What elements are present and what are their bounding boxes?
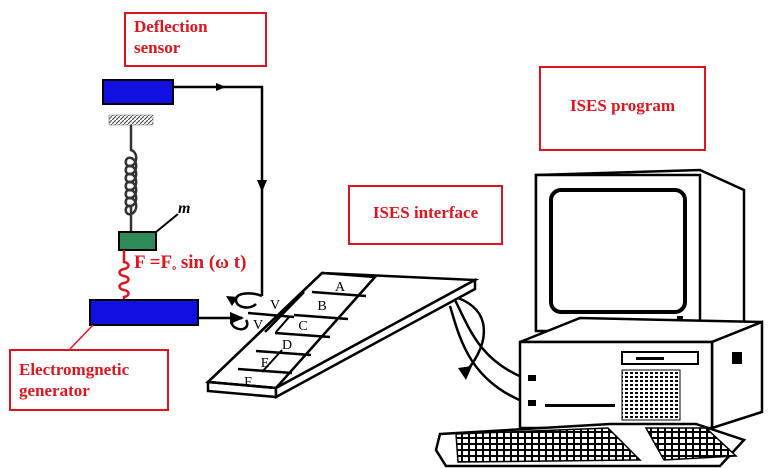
driving-force-formula: F =Fo sin (ω t) [134, 252, 246, 274]
mass-label: m [178, 200, 191, 217]
slot-line [237, 367, 293, 375]
deflection-sensor-label: Deflection sensor [124, 12, 267, 67]
generator-wire-arrow [230, 312, 244, 324]
sensor-wire [173, 85, 264, 296]
front-light [545, 404, 615, 407]
deflection-sensor-label-line1: Deflection [134, 17, 208, 36]
formula-subscript: o [172, 263, 177, 272]
interface-cable-3 [457, 296, 486, 373]
sensor-wire-arrow-down [257, 180, 267, 192]
loop-arrow [226, 296, 238, 306]
slot-grid [205, 271, 378, 390]
ises-interface-label: ISES interface [348, 185, 503, 245]
slot-divider [264, 291, 305, 333]
slot-line [311, 290, 367, 298]
interface-cable-2 [448, 305, 525, 404]
drive-slot-1 [636, 357, 664, 360]
slot-line [255, 349, 312, 357]
ises-interface-text: ISES interface [372, 203, 479, 222]
sensor-wire-loop [234, 292, 263, 309]
generator-label-line1: Electromgnetic [19, 360, 130, 379]
ises-program-label: ISES program [539, 66, 706, 151]
front-button-2 [528, 400, 536, 406]
slot-label-v-top: V [270, 298, 280, 313]
slot-divider [275, 315, 291, 333]
front-button-1 [528, 375, 536, 381]
deflection-sensor-label-line2: sensor [134, 38, 181, 57]
vent-grille [621, 369, 681, 421]
slot-label-a: A [335, 280, 346, 295]
slot-label-c: C [298, 319, 307, 334]
slot-label-d: D [282, 338, 292, 353]
monitor-power-light [677, 316, 683, 321]
slot-line [293, 313, 349, 321]
computer [434, 168, 764, 468]
slot-label-e: E [261, 356, 270, 371]
spring [124, 125, 138, 232]
generator-leader [69, 324, 94, 350]
drive-spring [118, 250, 130, 300]
system-unit-side [710, 320, 764, 430]
formula-suffix: sin (ω t) [176, 252, 247, 273]
ises-program-text: ISES program [569, 96, 675, 115]
slot-label-b: B [317, 299, 326, 314]
keyboard-keys-main [455, 427, 642, 463]
keyboard-keys-num [644, 427, 738, 461]
generator-block [89, 299, 199, 326]
generator-label: Electromgnetic generator [9, 349, 169, 411]
mass-pointer [155, 213, 179, 233]
slot-line [274, 331, 331, 339]
interface-cable [453, 299, 525, 380]
generator-label-line2: generator [19, 381, 90, 400]
monitor-screen [549, 188, 687, 314]
slot-label-v-bottom: V [253, 318, 263, 333]
sensor-wire-arrow-right [216, 83, 226, 91]
side-connector [732, 352, 742, 364]
slot-divider [261, 349, 283, 373]
slot-line [247, 311, 295, 319]
mass-block [118, 231, 157, 251]
slot-label-f: F [244, 375, 252, 390]
formula-prefix: F =F [134, 252, 173, 273]
interface-board-front [274, 277, 477, 400]
spring-mount [108, 114, 154, 126]
deflection-sensor-block [102, 79, 174, 105]
interface-cable-arrow [458, 366, 472, 380]
